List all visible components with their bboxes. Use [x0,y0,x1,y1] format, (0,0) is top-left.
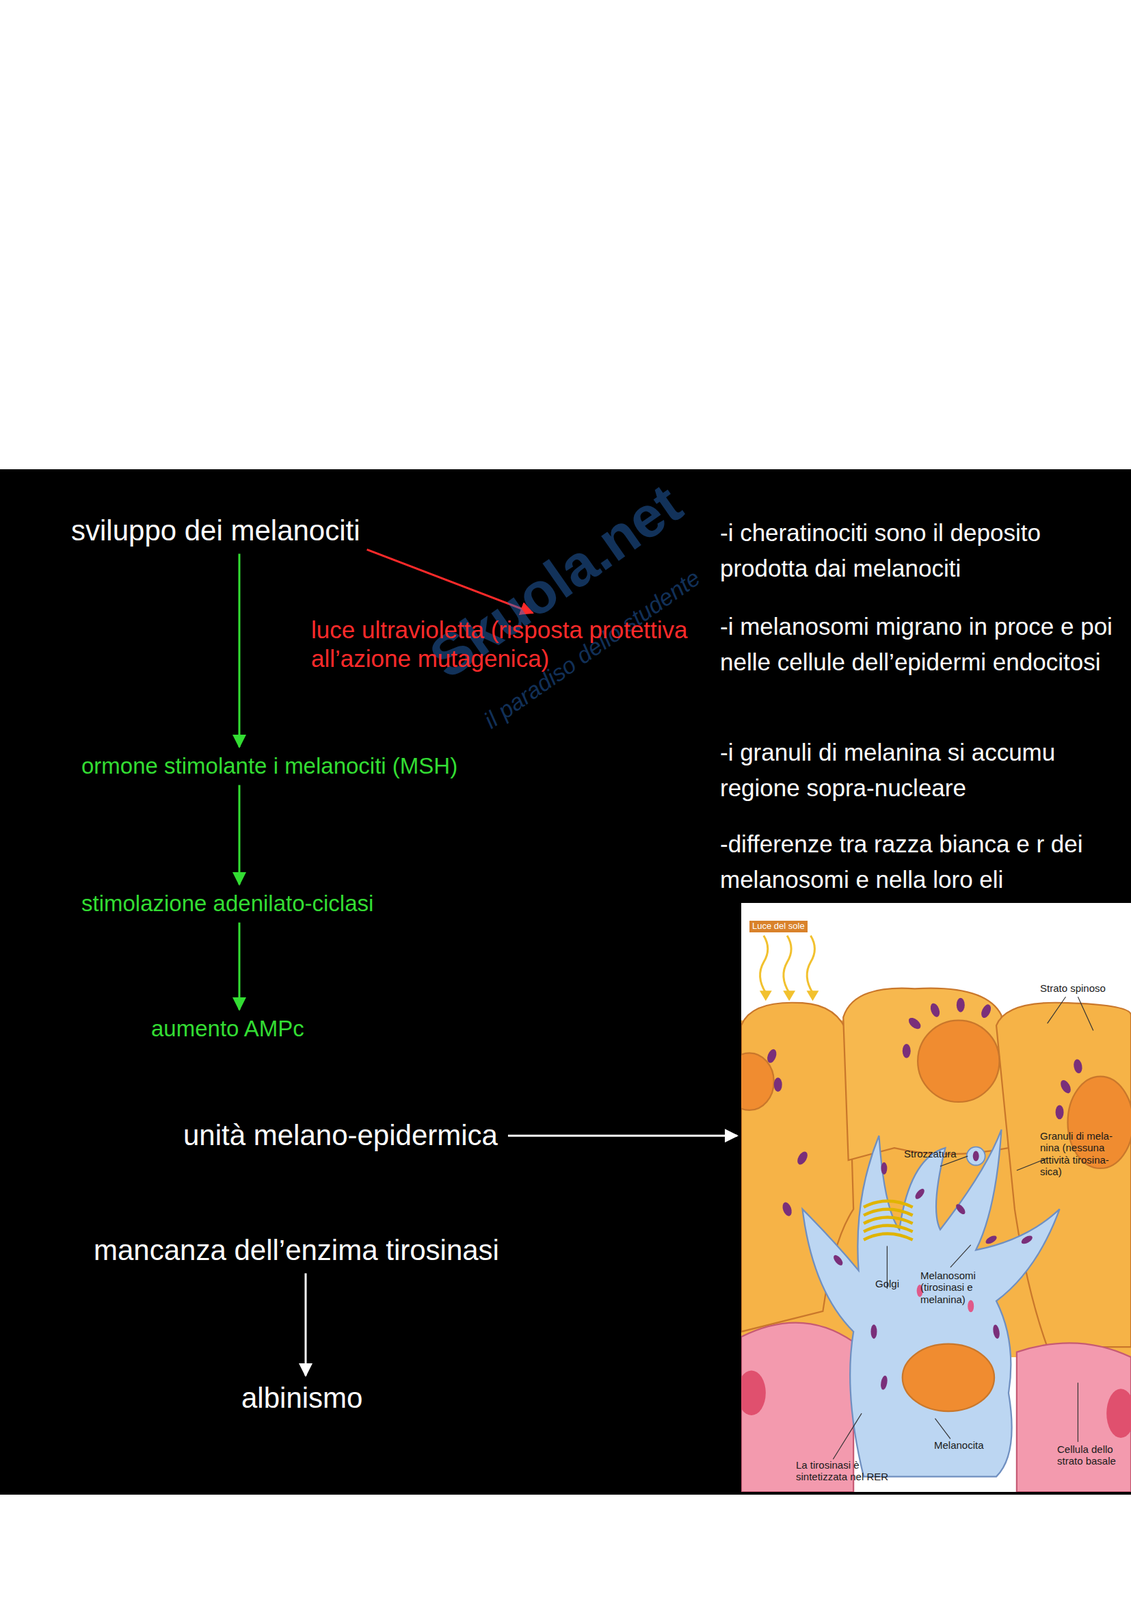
part-label: Melanocita [934,1438,984,1451]
process-text: unità melano-epidermica [183,1118,498,1153]
part-label: Granuli di mela- nina (nessuna attività … [1040,1129,1126,1177]
note-text: -i granuli di melanina si accumu regione… [720,734,1129,806]
node-text: aumento AMPc [151,1014,305,1043]
process-text: stimolazione adenilato-ciclasi [81,889,374,917]
flow-arrow [238,784,241,885]
stimulus-text: luce ultravioletta (risposta protettiva … [311,615,715,673]
flow-arrow [238,553,241,747]
part-label: Strato spinoso [1040,981,1106,994]
flow-arrow [238,922,241,1010]
node-text: ormone stimolante i melanociti (MSH) [81,752,458,780]
process-text: albinismo [241,1380,363,1415]
flow-arrow [304,1272,308,1376]
node-text: sviluppo dei melanociti [71,513,361,548]
part-label: La tirosinasi è sintetizzata nel RER [795,1458,913,1483]
illustration-frame: Luce del soleStrato spinosoStrozzatura Gr… [741,902,1131,1492]
process-text: aumento AMPc [151,1014,305,1043]
note-text: -differenze tra razza bianca e r dei mel… [720,826,1129,898]
part-label: Melanosomi (tirosinasi e melanina) [920,1269,1000,1305]
node-text: mancanza dell’enzima tirosinasi [93,1232,500,1268]
sun-label: Luce del sole [749,920,808,933]
node-text: stimolazione adenilato-ciclasi [81,889,374,917]
note-text: -i cheratinociti sono il deposito prodot… [720,514,1129,587]
node-text: albinismo [241,1380,363,1415]
node-text: unità melano-epidermica [183,1118,498,1153]
note-text: -i melanosomi migrano in proce e poi nel… [720,608,1129,680]
part-label: Golgi [875,1277,900,1289]
flow-arrow [508,1134,738,1137]
process-text: sviluppo dei melanociti [71,513,361,548]
process-text: mancanza dell’enzima tirosinasi [93,1232,500,1268]
part-label: Strozzatura [903,1147,957,1160]
node-text: luce ultravioletta (risposta protettiva … [311,615,715,673]
part-label: Cellula dello strato basale [1057,1442,1127,1467]
process-text: ormone stimolante i melanociti (MSH) [81,752,458,780]
